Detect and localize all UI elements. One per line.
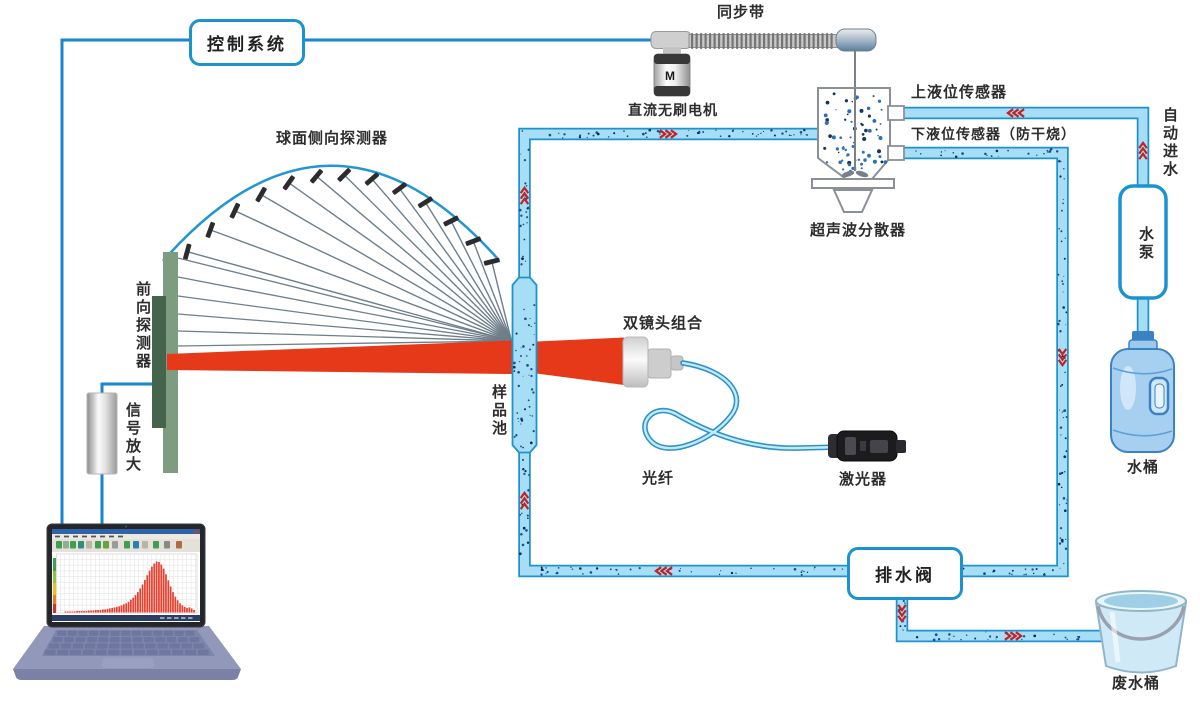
devices: M [86,28,1188,674]
ultrasonic-disperser-label: 超声波分散器 [809,222,906,239]
forward-detector-label: 前向探测器 [134,281,151,371]
signal-amplifier-label: 信号放大 [124,402,141,474]
ultrasonic-horn [832,189,874,213]
dual-lens-label: 双镜头组合 [622,315,703,332]
water-pump-label: 水泵 [1137,226,1154,262]
fiber-inner [643,361,842,450]
control-wire-left [60,38,652,526]
trackpad [102,658,154,668]
amplifier-cylinder [86,392,118,475]
fiber-outer [642,360,843,451]
bottle-handle-hole [1154,383,1165,409]
fiber-cable [642,360,843,451]
laser-detail-3 [870,440,888,453]
drain-valve-box: 排水阀 [847,547,963,600]
spherical-side-detector-label: 球面侧向探测器 [275,130,388,147]
waste-bucket-graphic [1094,590,1188,674]
upper-level-sensor-label: 上液位传感器 [911,84,1008,101]
control-wires [60,38,652,526]
water-pump-box [1118,184,1168,300]
loop-pipe-fill [520,129,1067,576]
inlet-pipe-fill [904,108,1148,210]
arc-detector-elements [183,168,513,342]
bottle-cap [1132,331,1154,341]
lens-block-large [622,336,649,388]
dc-motor-label: 直流无刷电机 [628,102,718,118]
water-bucket-label: 水桶 [1126,459,1159,476]
laser-beam-left [167,340,513,374]
bottle-highlight [1120,366,1136,410]
propeller-blade-left [841,170,855,178]
laptop [13,523,241,680]
drain-valve-label: 排水阀 [875,566,935,585]
laser-device [828,430,906,462]
motor-bottom-band [654,86,690,96]
control-system-box: 控制系统 [189,19,305,66]
sample-cell-label: 样品池 [490,384,507,438]
bucket-water [1104,594,1178,608]
motor-bracket [650,31,692,49]
motor-stem [663,47,681,56]
disperser-plate [811,178,895,189]
laser-beam [167,337,624,385]
bottle-rib-top [1112,367,1173,375]
laptop-front-edge [13,669,241,680]
laser-nub [896,440,906,453]
laser-detail-1 [845,437,856,455]
pipe-circuit [511,106,1150,643]
drain-pipe-fill [897,592,1104,641]
bucket-highlight [1109,611,1121,663]
lens-assembly [622,336,684,388]
keyboard-area [42,630,215,656]
webcam-dot [125,525,127,528]
control-system-label: 控制系统 [207,35,287,54]
sync-belt-label: 同步带 [716,4,765,21]
laser-detail-2 [860,441,866,451]
analysis-software-window [52,529,200,621]
bottle-rib-bottom [1112,429,1173,437]
optical-fiber-label: 光纤 [641,470,674,487]
laser-beam-right [536,337,624,385]
flow-arrows [519,108,1148,641]
laser-label: 激光器 [838,471,887,488]
tank-speckles [823,92,888,174]
detector-assembly [152,164,513,473]
upper-sensor-stub [887,105,905,121]
forward-detector-bar-dark [152,296,166,428]
propeller-blade-right [855,170,869,178]
lower-level-sensor-label: 下液位传感器（防干烧） [911,126,1076,142]
bucket-handle [1096,605,1186,641]
keyboard-keys [44,630,209,655]
lower-sensor-stub [887,145,905,161]
pipe-speckles [512,128,1081,642]
pulley [835,28,877,52]
motor-top-band [654,54,690,64]
auto-water-inlet-label: 自动进水 [1161,107,1178,179]
belt-ribs [691,33,833,49]
sample-cell-body [511,276,538,454]
lens-block-small [647,348,672,379]
side-detector-arc [162,164,498,262]
motor-mark: M [665,69,675,83]
waste-bucket-label: 废水桶 [1111,675,1160,692]
water-bottle [1110,331,1175,453]
amplifier-wire-in [100,382,156,395]
